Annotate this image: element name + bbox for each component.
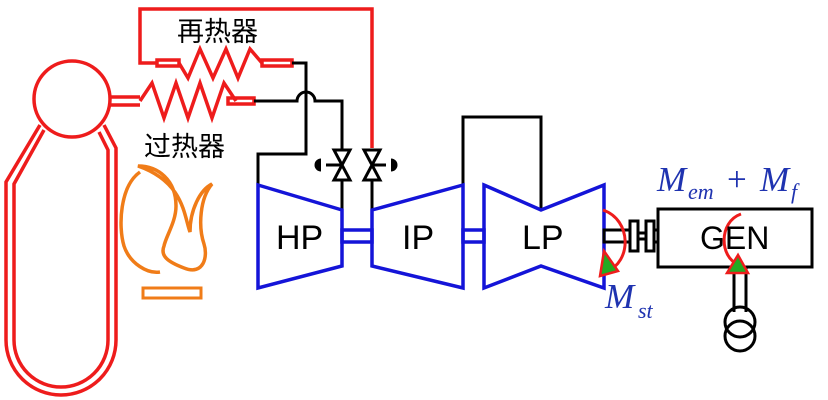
m-f-symbol: M [759, 160, 791, 199]
steam-piping [254, 61, 543, 210]
reheater-coil [177, 44, 264, 83]
coupling-gap-bar [636, 231, 648, 241]
generator-label: GEN [700, 220, 769, 256]
boiler-drum-icon [32, 59, 112, 139]
boiler [4, 59, 140, 397]
main-steam-pipe [254, 90, 344, 150]
superheater-outlet-stub [226, 96, 256, 106]
lp-turbine-label: LP [522, 219, 564, 257]
m-st-subscript: st [638, 298, 654, 323]
boiler-water-wall-outer [4, 124, 118, 397]
m-st-symbol: M [604, 277, 636, 316]
reheater-loop-pipe [138, 7, 374, 148]
superheater [138, 77, 256, 124]
reheat-steam-valve-icon [361, 148, 398, 182]
synchronous-machine-symbol-icon [723, 305, 757, 353]
m-em-symbol: M [656, 160, 688, 199]
reheater-label: 再热器 [177, 17, 258, 48]
ip-lp-shaft [461, 228, 486, 244]
generator-torque-formula: M em + M f [656, 160, 800, 204]
hp-turbine [256, 182, 344, 291]
hp-steam-valve-icon [314, 148, 353, 182]
shaft-torque-arrow-icon [598, 208, 627, 278]
furnace-burner-base [141, 286, 203, 300]
reheater [138, 7, 374, 148]
reheater-inlet-stub [155, 58, 181, 68]
hp-turbine-label: HP [276, 219, 323, 257]
superheater-coil [138, 77, 238, 124]
reheater-outlet-stub [260, 58, 294, 68]
shaft-torque-formula: M st [604, 277, 654, 323]
ip-lp-crossover-pipe [461, 115, 543, 210]
m-em-subscript: em [688, 179, 714, 204]
furnace-flame-icon [119, 164, 214, 300]
ip-turbine-label: IP [402, 219, 434, 257]
ip-turbine [370, 182, 465, 291]
turbine-train [256, 182, 606, 291]
superheater-label: 过热器 [144, 132, 225, 163]
reheat-outlet-pipe [256, 61, 308, 185]
lp-turbine [482, 182, 606, 291]
boiler-water-wall-inner [12, 129, 110, 389]
hp-ip-shaft [340, 228, 374, 244]
generator-torque-arrow-icon [722, 212, 751, 275]
plus-operator: + [727, 160, 747, 199]
m-f-subscript: f [791, 179, 800, 204]
